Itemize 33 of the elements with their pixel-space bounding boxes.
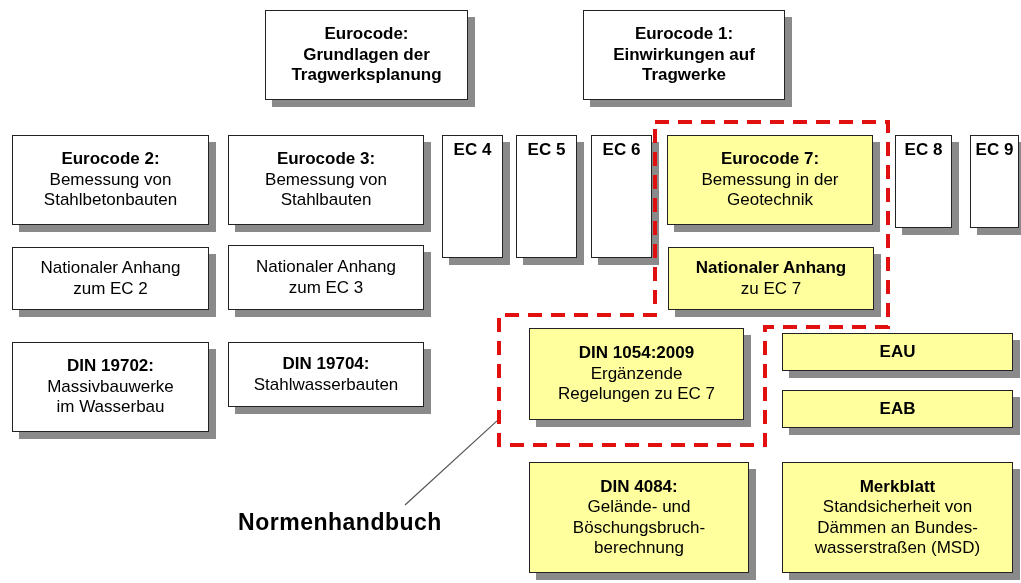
box-title: DIN 19702:: [67, 356, 154, 377]
box-text: Ergänzende Regelungen zu EC 7: [557, 363, 716, 405]
box-text: EC 6: [602, 140, 641, 161]
box-text: Nationaler Anhang zum EC 3: [255, 257, 397, 298]
box-title: Merkblatt: [859, 476, 936, 498]
box-title: DIN 4084:: [600, 476, 678, 498]
box-title: Eurocode 3:: [276, 149, 376, 170]
box-text: EC 5: [527, 140, 566, 161]
box-text: Grundlagen der Tragwerksplanung: [290, 44, 443, 86]
box-text: Einwirkungen auf Tragwerke: [612, 44, 756, 86]
box-text: Massivbauwerke im Wasserbau: [46, 376, 175, 418]
caption-text: Normenhandbuch: [215, 505, 465, 541]
box-title: Nationaler Anhang: [695, 258, 847, 279]
box-text: Standsicherheit von Dämmen an Bundes- wasserstraßen (MSD): [813, 497, 982, 559]
box-text: Stahlwasserbauten: [253, 374, 399, 395]
box-text: Bemessung in der Geotechnik: [700, 169, 840, 211]
box-title: Eurocode:: [324, 24, 409, 45]
box-text: EC 9: [975, 140, 1014, 161]
box-text: zu EC 7: [740, 278, 802, 299]
box-text: Bemessung von Stahlbauten: [264, 169, 388, 211]
leader-line: [404, 420, 498, 506]
box-text: EC 4: [453, 140, 492, 161]
box-text: Nationaler Anhang zum EC 2: [39, 258, 182, 299]
box-text: Gelände- und Böschungsbruch- berechnung: [571, 497, 707, 559]
box-title: DIN 1054:2009: [578, 343, 695, 364]
box-text: EC 8: [904, 140, 943, 161]
box-title: Eurocode 1:: [634, 24, 734, 45]
box-text: EAU: [879, 341, 916, 363]
box-text: EAB: [879, 398, 916, 420]
box-text: Bemessung von Stahlbetonbauten: [42, 169, 179, 211]
box-title: Eurocode 7:: [720, 149, 820, 170]
box-title: DIN 19704:: [282, 354, 370, 375]
box-title: Eurocode 2:: [61, 149, 160, 170]
